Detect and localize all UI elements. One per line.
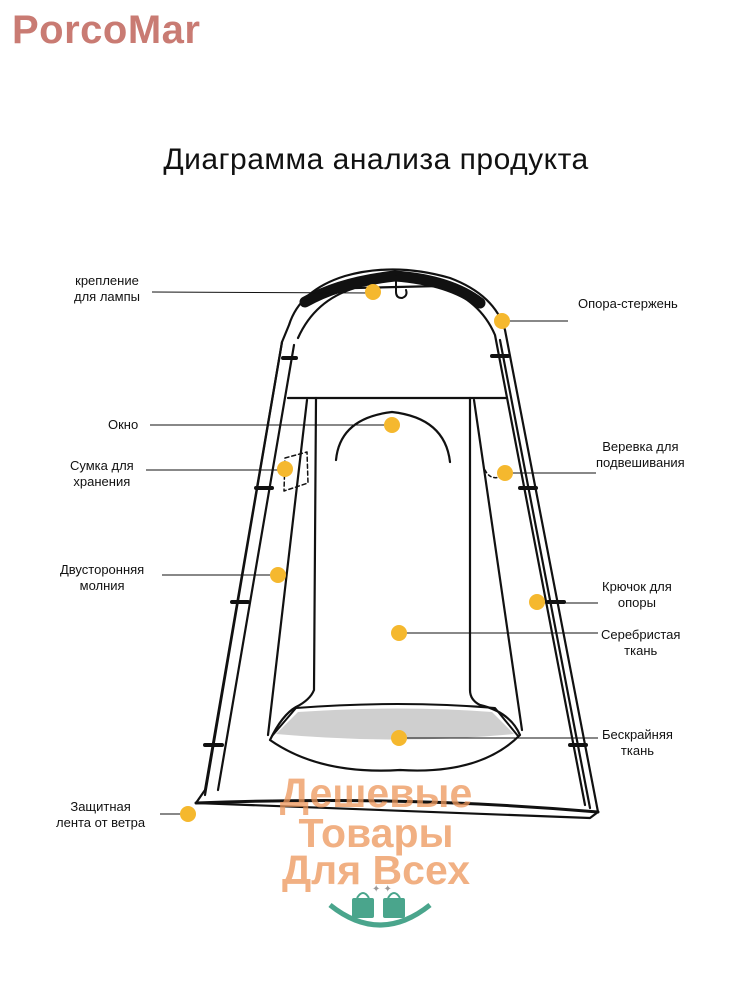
dot-support-rod (494, 313, 510, 329)
label-wind-tape-line1: Защитная (70, 799, 131, 814)
shopping-bag-icon: ✦ ✦ (328, 884, 432, 928)
pole-straps (203, 354, 588, 747)
label-storage-bag-line1: Сумка для (70, 458, 134, 473)
tent-pole-left (203, 340, 296, 797)
dot-hanging-rope (497, 465, 513, 481)
label-double-zipper: Двусторонняя молния (60, 562, 144, 594)
label-support-rod: Опора-стержень (578, 296, 678, 312)
label-window-line1: Окно (108, 417, 139, 432)
label-hanging-rope-line1: Веревка для (602, 439, 679, 454)
floor-fill (276, 708, 514, 740)
label-boundless-fabric: Бескрайняя ткань (602, 727, 673, 759)
label-hanging-rope: Веревка для подвешивания (596, 439, 685, 471)
window-arc (334, 410, 452, 464)
label-support-hook-line1: Крючок для (602, 579, 672, 594)
leader-lines (146, 291, 598, 815)
tent-frame-left (194, 268, 600, 820)
label-hanging-rope-line2: подвешивания (596, 455, 685, 470)
label-window: Окно (108, 417, 138, 433)
dot-silver-fabric (391, 625, 407, 641)
dot-double-zipper (270, 567, 286, 583)
leader-lamp-mount (151, 291, 374, 294)
tent-pole-right (498, 338, 592, 810)
dot-window (384, 417, 400, 433)
label-wind-tape-line2: лента от ветра (56, 815, 146, 830)
floor-outline (271, 703, 519, 737)
label-storage-bag: Сумка для хранения (70, 458, 134, 490)
door-panel-left-edge (266, 398, 309, 737)
svg-text:✦ ✦: ✦ ✦ (372, 884, 392, 895)
label-support-hook: Крючок для опоры (602, 579, 672, 611)
storage-bag-shape (283, 451, 309, 492)
label-lamp-mount: крепление для лампы (74, 273, 140, 305)
label-silver-fabric-line2: ткань (624, 643, 658, 658)
hanging-rope-shape (484, 469, 501, 479)
label-boundless-fabric-line2: ткань (620, 743, 655, 758)
label-double-zipper-line2: молния (79, 578, 125, 593)
callout-dots (180, 284, 545, 822)
dot-lamp-mount (365, 284, 381, 300)
dot-boundless-fabric (391, 730, 407, 746)
wind-tape-line (194, 798, 600, 814)
watermark-line1: Дешевые (279, 770, 473, 816)
label-wind-tape: Защитная лента от ветра (56, 799, 145, 831)
label-lamp-mount-line1: крепление (75, 273, 139, 288)
page-title: Диаграмма анализа продукта (163, 143, 589, 176)
label-support-rod-line1: Опора-стержень (578, 296, 678, 311)
brand-logo: PorcoMar (12, 8, 201, 52)
label-silver-fabric: Серебристая ткань (601, 627, 680, 659)
watermark-line3: Для Всех (281, 847, 471, 893)
watermark-line2: Товары (298, 810, 454, 856)
tent-hook (395, 275, 408, 299)
tent-drawing (194, 268, 600, 820)
label-silver-fabric-line1: Серебристая (601, 627, 681, 642)
door-panel-right-edge (472, 398, 524, 732)
label-double-zipper-line1: Двусторонняя (60, 562, 145, 577)
label-support-hook-line2: опоры (617, 595, 656, 610)
label-storage-bag-line2: хранения (73, 474, 131, 489)
dot-wind-tape (180, 806, 196, 822)
dot-storage-bag (277, 461, 293, 477)
dot-support-hook (529, 594, 545, 610)
label-lamp-mount-line2: для лампы (74, 289, 140, 304)
label-boundless-fabric-line1: Бескрайняя (602, 727, 673, 742)
